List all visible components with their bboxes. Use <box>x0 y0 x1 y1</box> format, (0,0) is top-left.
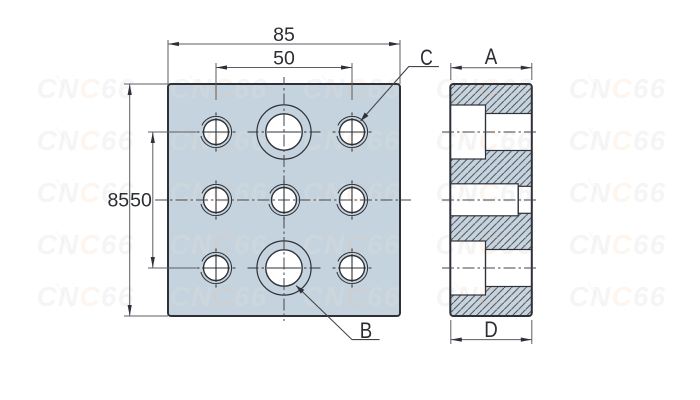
svg-text:CNC66: CNC66 <box>170 177 268 208</box>
svg-text:C: C <box>420 46 433 70</box>
svg-text:50: 50 <box>273 48 295 70</box>
svg-text:50: 50 <box>130 190 152 212</box>
svg-text:CNC66: CNC66 <box>303 281 401 312</box>
svg-text:CNC66: CNC66 <box>569 177 667 208</box>
svg-text:CNC66: CNC66 <box>37 73 135 104</box>
svg-text:CNC66: CNC66 <box>569 281 667 312</box>
svg-text:CNC66: CNC66 <box>37 281 135 312</box>
svg-text:CNC66: CNC66 <box>303 73 401 104</box>
svg-text:CNC66: CNC66 <box>37 125 135 156</box>
svg-text:85: 85 <box>107 190 129 212</box>
svg-text:CNC66: CNC66 <box>170 125 268 156</box>
svg-text:CNC66: CNC66 <box>170 281 268 312</box>
svg-text:CNC66: CNC66 <box>37 177 135 208</box>
svg-text:B: B <box>360 320 372 344</box>
svg-text:CNC66: CNC66 <box>170 73 268 104</box>
svg-text:CNC66: CNC66 <box>569 73 667 104</box>
svg-text:CNC66: CNC66 <box>569 125 667 156</box>
svg-text:CNC66: CNC66 <box>569 229 667 260</box>
svg-text:CNC66: CNC66 <box>37 229 135 260</box>
svg-text:85: 85 <box>273 24 295 46</box>
svg-text:CNC66: CNC66 <box>303 229 401 260</box>
svg-text:D: D <box>484 319 498 343</box>
svg-text:CNC66: CNC66 <box>303 125 401 156</box>
svg-text:A: A <box>485 46 498 70</box>
